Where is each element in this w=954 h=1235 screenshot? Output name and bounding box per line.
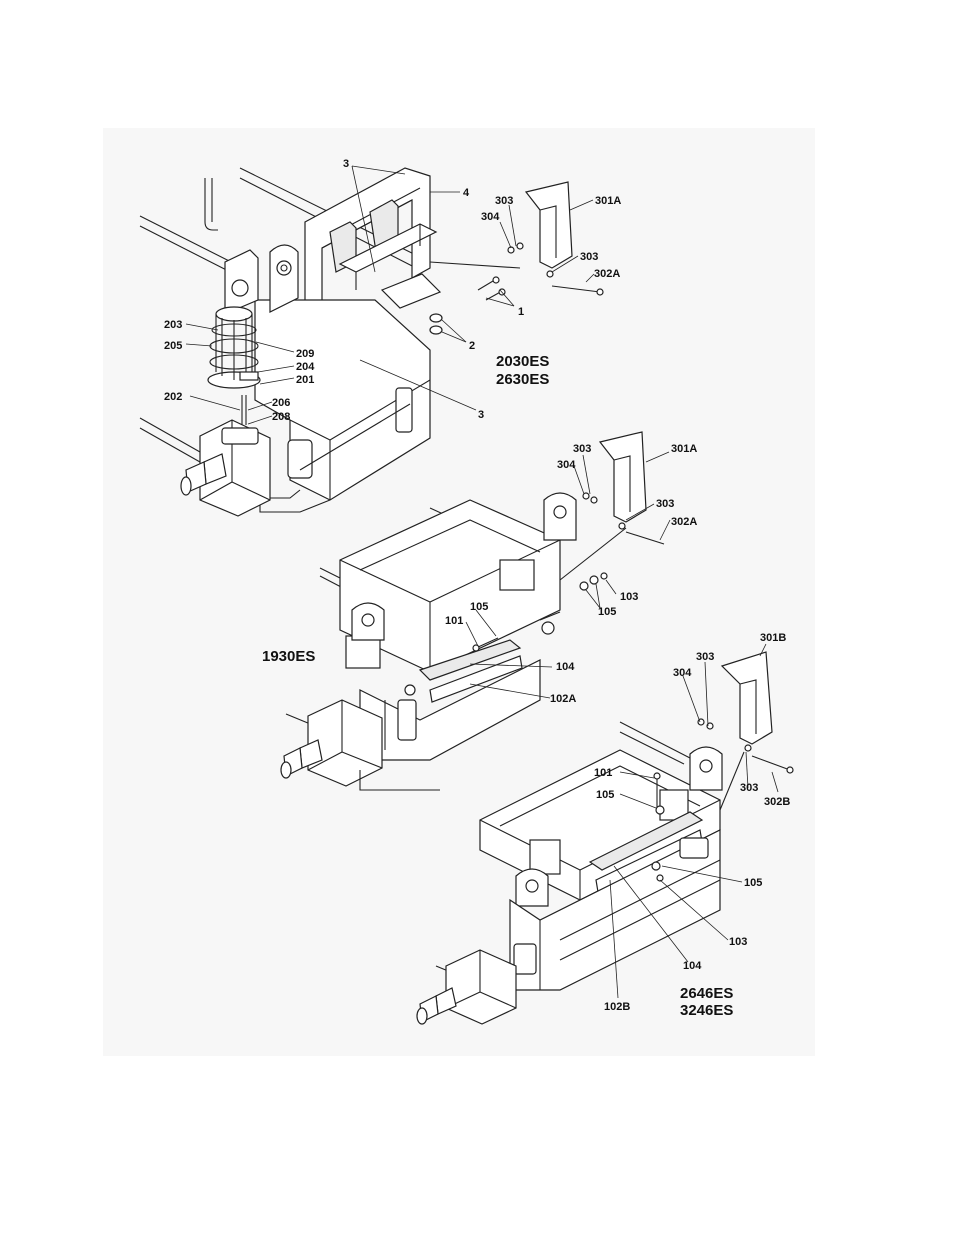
cover-part-301b — [722, 652, 772, 744]
callout-103: 103 — [620, 591, 638, 603]
callout-2: 2 — [469, 340, 475, 352]
upper-assembly — [140, 168, 603, 516]
callout-101: 101 — [445, 615, 463, 627]
callout-301b: 301B — [760, 632, 786, 644]
callout-101: 101 — [594, 767, 612, 779]
bolts-part-1 — [478, 277, 505, 300]
callout-201: 201 — [296, 374, 314, 386]
callout-3: 3 — [343, 158, 349, 170]
callout-303: 303 — [573, 443, 591, 455]
callout-302a: 302A — [594, 268, 620, 280]
callout-303: 303 — [580, 251, 598, 263]
beacon-light-assembly — [208, 250, 260, 425]
callout-303: 303 — [656, 498, 674, 510]
model-label-1930es: 1930ES — [262, 648, 315, 665]
callout-303: 303 — [696, 651, 714, 663]
callout-105: 105 — [744, 877, 762, 889]
callout-104: 104 — [683, 960, 702, 972]
callout-302a: 302A — [671, 516, 697, 528]
callout-303: 303 — [495, 195, 513, 207]
callout-3: 3 — [478, 409, 484, 421]
bolt-part-302a — [597, 289, 603, 295]
callout-104: 104 — [556, 661, 575, 673]
callout-203: 203 — [164, 319, 182, 331]
model-label-2030es: 2030ES — [496, 353, 549, 370]
cover-part-301a — [526, 182, 572, 268]
callout-304: 304 — [481, 211, 500, 223]
model-label-2630es: 2630ES — [496, 371, 549, 388]
callout-102b: 102B — [604, 1001, 630, 1013]
callout-209: 209 — [296, 348, 314, 360]
callout-206: 206 — [272, 397, 290, 409]
model-label-3246es: 3246ES — [680, 1002, 733, 1019]
callout-301a: 301A — [595, 195, 621, 207]
clamp-part — [240, 372, 258, 380]
callout-208: 208 — [272, 411, 290, 423]
callout-105: 105 — [596, 789, 614, 801]
callout-304: 304 — [673, 667, 692, 679]
callout-304: 304 — [557, 459, 576, 471]
callout-302b: 302B — [764, 796, 790, 808]
callout-303: 303 — [740, 782, 758, 794]
callout-105: 105 — [598, 606, 616, 618]
model-label-2646es: 2646ES — [680, 985, 733, 1002]
callout-204: 204 — [296, 361, 315, 373]
callout-4: 4 — [463, 187, 470, 199]
callout-102a: 102A — [550, 693, 576, 705]
washer-part-303 — [517, 243, 523, 249]
callout-1: 1 — [518, 306, 524, 318]
callout-202: 202 — [164, 391, 182, 403]
nuts-part-2 — [430, 314, 442, 334]
callout-301a: 301A — [671, 443, 697, 455]
callout-105: 105 — [470, 601, 488, 613]
callout-103: 103 — [729, 936, 747, 948]
callout-205: 205 — [164, 340, 182, 352]
cover-part-301a-middle — [600, 432, 646, 522]
